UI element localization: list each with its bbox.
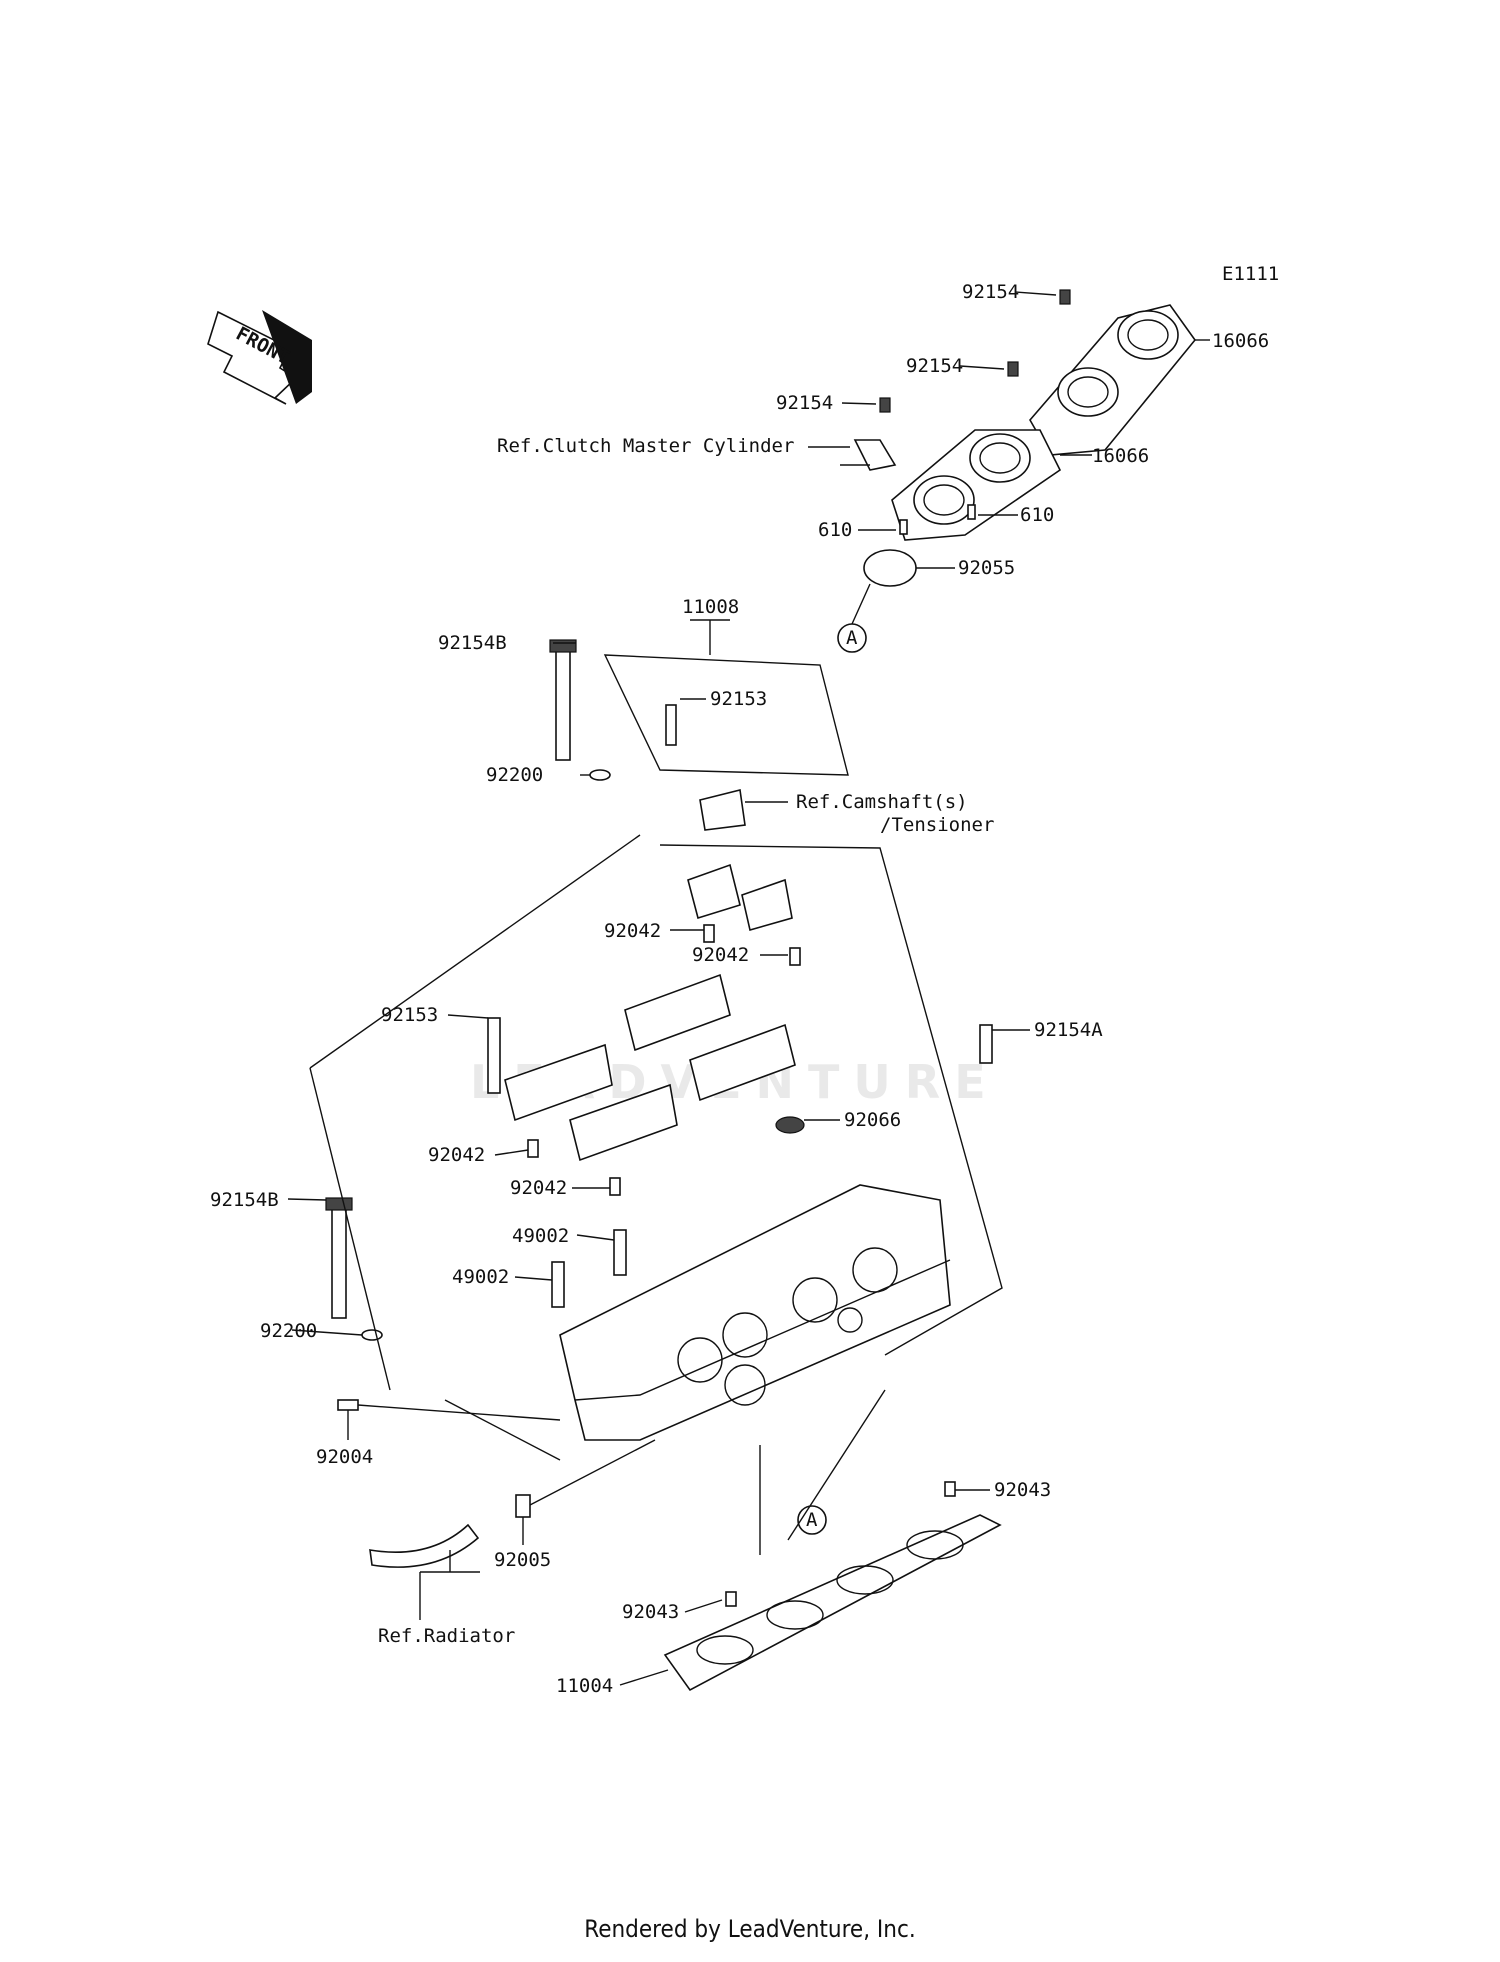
washer-92200-low [361,1329,383,1341]
label-92004: 92004 [316,1446,373,1468]
bolt-92154B-top [555,649,571,761]
label-92154-c: 92154 [776,392,833,414]
pin-610-left [899,519,908,535]
label-92153-mid: 92153 [381,1004,438,1026]
label-92042-b: 92042 [692,944,749,966]
bolt-92154B-low-head [325,1197,353,1211]
label-92055: 92055 [958,557,1015,579]
label-11008: 11008 [682,596,739,618]
holder-16066-mid [891,429,1062,541]
clutch-bracket [853,439,897,471]
label-ref-camshaft: Ref.Camshaft(s) [796,791,968,813]
label-ref-radiator: Ref.Radiator [378,1625,515,1647]
label-ref-tensioner: /Tensioner [880,814,994,836]
tensioner-holder [699,789,746,831]
screw-92154-b [1007,361,1019,377]
holder-16066-top [1029,304,1197,456]
cylinder-head [559,1184,951,1441]
bolt-92154A [979,1024,993,1064]
washer-92200-top [589,769,611,781]
pin-610-right [967,504,976,520]
head-gasket-11004 [663,1514,1002,1692]
guide-49002-a [613,1229,627,1276]
bolt-92154B-low [331,1207,347,1319]
oring-92055 [863,549,917,587]
label-92066: 92066 [844,1109,901,1131]
footer-credit: Rendered by LeadVenture, Inc. [584,1915,916,1943]
label-16066-top: 16066 [1212,330,1269,352]
diagram-code: E1111 [1222,263,1279,285]
label-92042-d: 92042 [510,1177,567,1199]
label-92154-b: 92154 [906,355,963,377]
label-92154A: 92154A [1034,1019,1103,1041]
bolt-92154B-top-head [549,639,577,653]
label-49002-a: 49002 [512,1225,569,1247]
label-92005: 92005 [494,1549,551,1571]
screw-92154-c [879,397,891,413]
fitting-92005 [515,1494,531,1518]
ref-circle-a-low-label: A [806,1509,818,1531]
screw-92154-a [1059,289,1071,305]
label-610-right: 610 [1020,504,1054,526]
camshaft-caps [504,863,796,1162]
label-49002-b: 49002 [452,1266,509,1288]
label-92154B-top: 92154B [438,632,507,654]
dowel-92043-left [725,1591,737,1607]
bolt-92153-top [665,704,677,746]
dowel-92042-a [703,924,715,943]
label-610-left: 610 [818,519,852,541]
dowel-92043-right [944,1481,956,1497]
plug-92066 [775,1116,805,1134]
label-92043-left: 92043 [622,1601,679,1623]
label-92200-low: 92200 [260,1320,317,1342]
label-92154B-low: 92154B [210,1189,279,1211]
ref-circle-a-top-label: A [846,627,858,649]
label-92200-top: 92200 [486,764,543,786]
radiator-hose [369,1523,480,1568]
dowel-92042-d [609,1177,621,1196]
dowel-92042-c [527,1139,539,1158]
plug-92004 [337,1399,359,1411]
bolt-92153-mid [487,1017,501,1094]
dowel-92042-b [789,947,801,966]
label-ref-clutch: Ref.Clutch Master Cylinder [497,435,794,457]
label-11004: 11004 [556,1675,613,1697]
label-92043-right: 92043 [994,1479,1051,1501]
label-92042-c: 92042 [428,1144,485,1166]
label-92153-top: 92153 [710,688,767,710]
front-arrow-icon: FRONT [207,310,312,405]
label-16066-mid: 16066 [1092,445,1149,467]
label-92042-a: 92042 [604,920,661,942]
guide-49002-b [551,1261,565,1308]
label-92154-a: 92154 [962,281,1019,303]
